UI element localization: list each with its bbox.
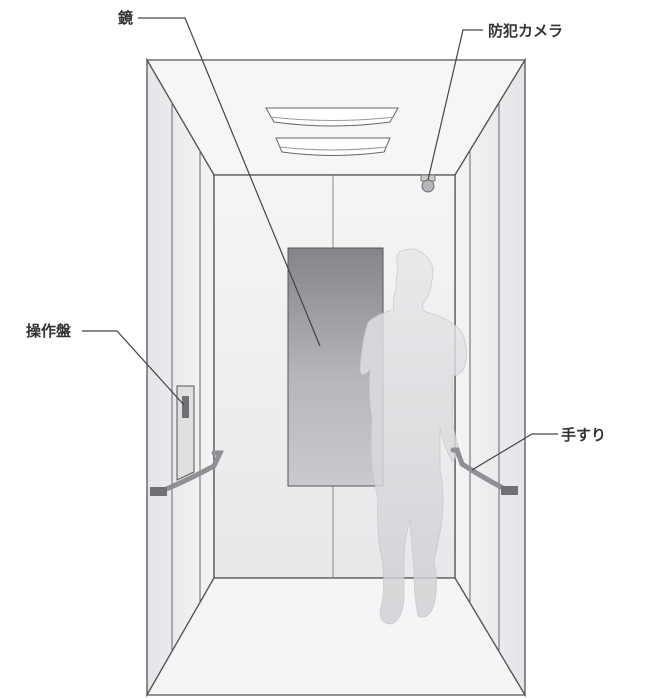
ceiling-light	[275, 137, 391, 156]
mirror-label: 鏡	[118, 9, 133, 27]
ceiling-light	[265, 107, 399, 127]
right-handrail	[450, 447, 518, 495]
handrail-leader-line	[471, 433, 558, 471]
ceiling-light	[279, 146, 387, 151]
person-silhouette	[359, 248, 467, 625]
leader-lines	[82, 17, 558, 471]
ceiling-light	[269, 116, 395, 121]
ceiling-lights	[265, 107, 399, 156]
control-panel	[176, 385, 195, 481]
handrail-label: 手すり	[561, 426, 606, 444]
control-panel-label: 操作盤	[26, 322, 72, 340]
mirror-leader-line	[138, 17, 321, 347]
left-handrail	[150, 450, 224, 496]
camera-leader-line	[427, 29, 483, 181]
control-panel-leader-line	[82, 330, 185, 406]
camera-label: 防犯カメラ	[488, 22, 563, 40]
